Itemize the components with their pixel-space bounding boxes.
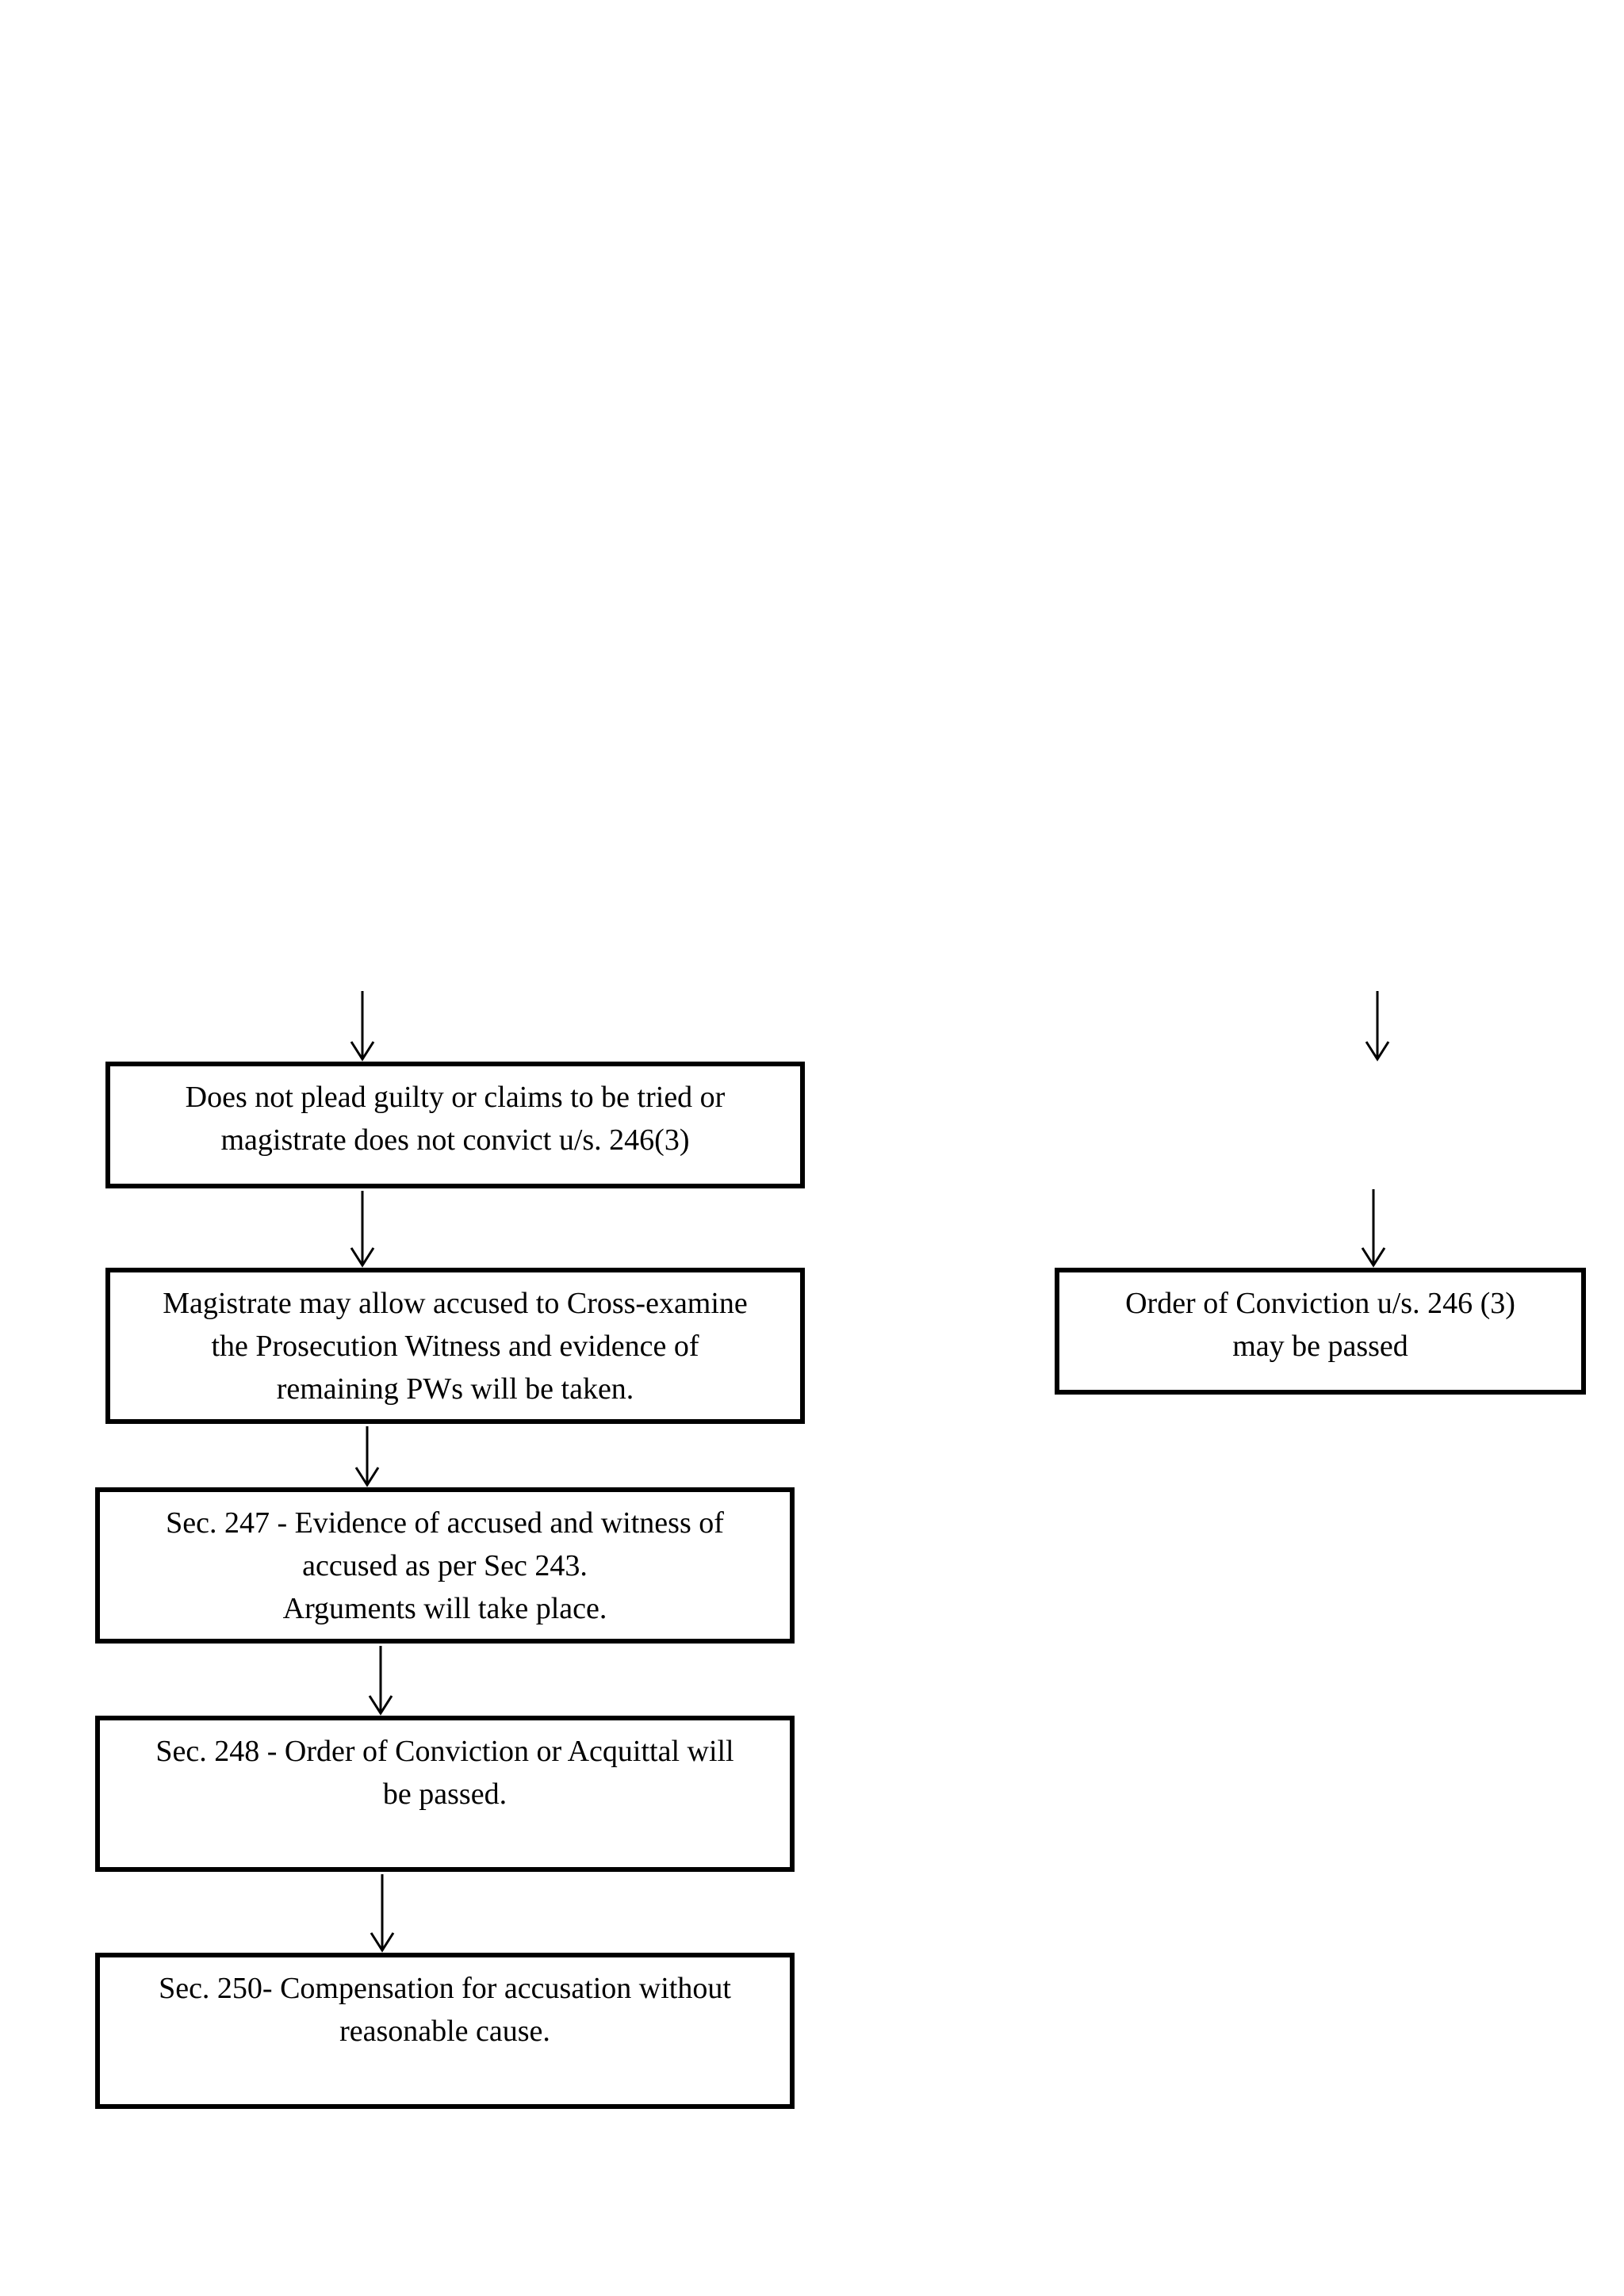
box-sec-247-line-1: Sec. 247 - Evidence of accused and witne… xyxy=(166,1506,724,1540)
box-sec-247: Sec. 247 - Evidence of accused and witne… xyxy=(95,1487,795,1644)
arrow-entry-left xyxy=(350,991,375,1062)
box-cross-examine-line-1: Magistrate may allow accused to Cross-ex… xyxy=(163,1287,748,1320)
box-sec-250: Sec. 250- Compensation for accusation wi… xyxy=(95,1953,795,2109)
box-cross-examine-line-3: remaining PWs will be taken. xyxy=(276,1372,634,1406)
arrow-sec248-to-sec250 xyxy=(370,1874,395,1953)
box-sec-248: Sec. 248 - Order of Conviction or Acquit… xyxy=(95,1716,795,1872)
box-sec-248-line-1: Sec. 248 - Order of Conviction or Acquit… xyxy=(155,1735,734,1768)
arrow-not-guilty-to-cross-exam xyxy=(350,1191,375,1268)
box-sec-247-line-2: accused as per Sec 243. xyxy=(302,1549,588,1582)
box-order-of-conviction-line-2: may be passed xyxy=(1232,1330,1408,1363)
box-cross-examine-line-2: the Prosecution Witness and evidence of xyxy=(211,1330,699,1363)
arrow-sec247-to-sec248 xyxy=(368,1646,393,1716)
box-not-plead-guilty-line-1: Does not plead guilty or claims to be tr… xyxy=(185,1081,726,1114)
box-not-plead-guilty: Does not plead guilty or claims to be tr… xyxy=(105,1062,805,1188)
box-sec-247-line-3: Arguments will take place. xyxy=(282,1592,607,1625)
box-order-of-conviction: Order of Conviction u/s. 246 (3) may be … xyxy=(1055,1268,1586,1395)
box-not-plead-guilty-line-2: magistrate does not convict u/s. 246(3) xyxy=(220,1123,690,1157)
box-sec-250-line-1: Sec. 250- Compensation for accusation wi… xyxy=(159,1972,731,2005)
arrow-cross-exam-to-sec247 xyxy=(354,1426,380,1487)
box-cross-examine: Magistrate may allow accused to Cross-ex… xyxy=(105,1268,805,1424)
box-sec-250-line-2: reasonable cause. xyxy=(339,2015,550,2048)
box-sec-248-line-2: be passed. xyxy=(382,1777,508,1811)
arrow-to-order-conviction xyxy=(1361,1189,1386,1268)
box-order-of-conviction-line-1: Order of Conviction u/s. 246 (3) xyxy=(1125,1287,1515,1320)
arrow-entry-right-upper xyxy=(1365,991,1390,1062)
